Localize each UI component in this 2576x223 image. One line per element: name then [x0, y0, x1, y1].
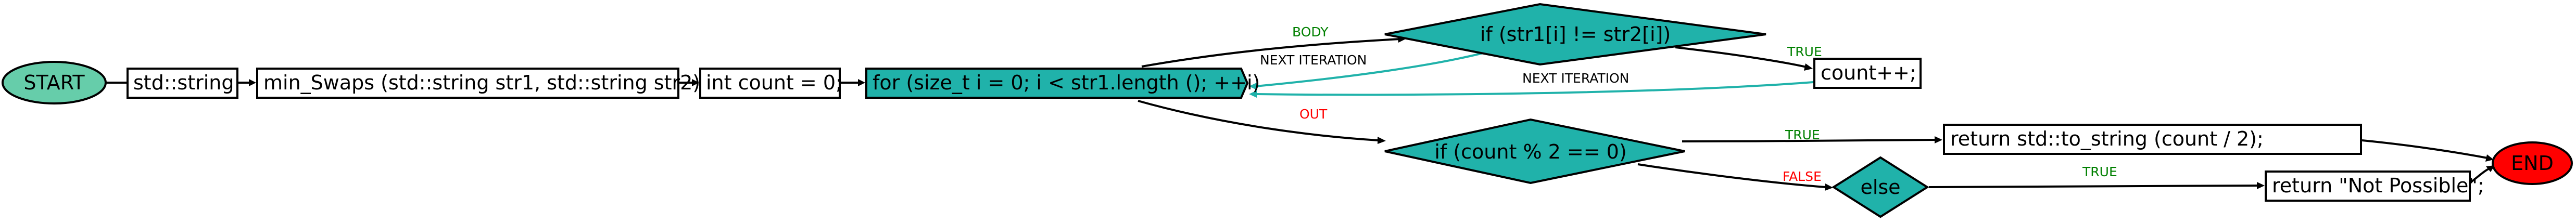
start-node-label: START [23, 71, 85, 94]
else-label: else [1860, 176, 1900, 199]
edge-for-to-ifcond [1141, 38, 1401, 68]
arrowhead-returncount-end [2485, 154, 2494, 162]
edge-for-to-ifmod [1138, 100, 1379, 141]
func-sig-shape [256, 68, 679, 99]
edge-else-to-returnnp [1928, 185, 2257, 188]
edge-label-body: BODY [1292, 24, 1329, 40]
string-decl-shape [127, 68, 238, 99]
count-inc-label: count++; [1821, 61, 1916, 84]
edge-label-true-2: TRUE [1785, 127, 1820, 142]
return-count-label: return std::to_string (count / 2); [1950, 127, 2264, 150]
arrowhead-ifmod-else [1825, 183, 1833, 191]
arrowhead-ifmod-returncount [1935, 136, 1942, 143]
edge-label-false: FALSE [1783, 169, 1822, 184]
if-mod-shape [1384, 118, 1685, 185]
string-decl-node[interactable]: std::string [127, 68, 238, 99]
arrowhead-countinc-for [1249, 90, 1257, 98]
count-init-node[interactable]: int count = 0; [699, 68, 842, 99]
for-loop-label: for (size_t i = 0; i < str1.length (); +… [873, 71, 1260, 94]
func-sig-node[interactable]: min_Swaps (std::string str1, std::string… [256, 68, 700, 99]
arrowhead-else-returnnp [2257, 182, 2265, 189]
edge-label-next-iteration-1: NEXT ITERATION [1260, 53, 1367, 68]
count-init-label: int count = 0; [706, 71, 842, 94]
arrowhead-string-func [249, 79, 256, 86]
count-init-shape [699, 68, 841, 99]
start-node-shape [2, 61, 107, 104]
edge-returncount-to-end [2362, 139, 2488, 159]
edge-ifmod-to-returncount [1682, 139, 1935, 142]
edge-returnnp-to-end [2469, 168, 2489, 184]
edge-ifcond-to-countinc [1675, 46, 1807, 68]
arrowhead-for-ifmod [1378, 137, 1386, 144]
arrowhead-func-count [692, 79, 699, 86]
edge-ifcond-to-for [1255, 51, 1488, 87]
func-sig-label: min_Swaps (std::string str1, std::string… [263, 71, 700, 94]
if-mod-label: if (count % 2 == 0) [1434, 140, 1626, 163]
arrowhead-count-for [858, 79, 865, 86]
else-shape [1832, 156, 1929, 218]
if-cond-label: if (str1[i] != str2[i]) [1480, 23, 1671, 46]
string-decl-label: std::string [133, 71, 234, 94]
edge-label-out: OUT [1299, 107, 1328, 122]
end-node-shape [2492, 141, 2573, 185]
return-count-node[interactable]: return std::to_string (count / 2); [1943, 124, 2362, 155]
return-np-node[interactable]: return "Not Possible"; [2265, 170, 2484, 202]
edges: BODY NEXT ITERATION TRUE NEXT ITERATION … [106, 24, 2495, 191]
arrowhead-ifcond-countinc [1804, 63, 1813, 71]
edge-ifmod-to-else [1637, 163, 1826, 188]
edge-label-true-1: TRUE [1787, 44, 1822, 59]
edge-label-true-3: TRUE [2082, 164, 2117, 179]
return-np-label: return "Not Possible"; [2272, 174, 2484, 197]
arrowhead-ifcond-for [1249, 83, 1257, 90]
for-loop-shape [865, 68, 1249, 99]
if-mod-node[interactable]: if (count % 2 == 0) [1384, 118, 1685, 185]
else-node[interactable]: else [1832, 156, 1929, 218]
return-np-shape [2265, 170, 2471, 202]
edge-countinc-to-for [1255, 81, 1814, 96]
for-loop-node[interactable]: for (size_t i = 0; i < str1.length (); +… [865, 68, 1260, 99]
count-inc-node[interactable]: count++; [1813, 58, 1922, 89]
return-count-shape [1943, 124, 2362, 155]
end-node[interactable]: END [2492, 141, 2573, 185]
if-cond-node[interactable]: if (str1[i] != str2[i]) [1384, 3, 1766, 66]
end-node-label: END [2511, 152, 2554, 175]
if-cond-shape [1384, 3, 1766, 66]
start-node[interactable]: START [2, 61, 107, 104]
edge-label-next-iteration-2: NEXT ITERATION [1522, 71, 1629, 86]
count-inc-shape [1813, 58, 1922, 89]
